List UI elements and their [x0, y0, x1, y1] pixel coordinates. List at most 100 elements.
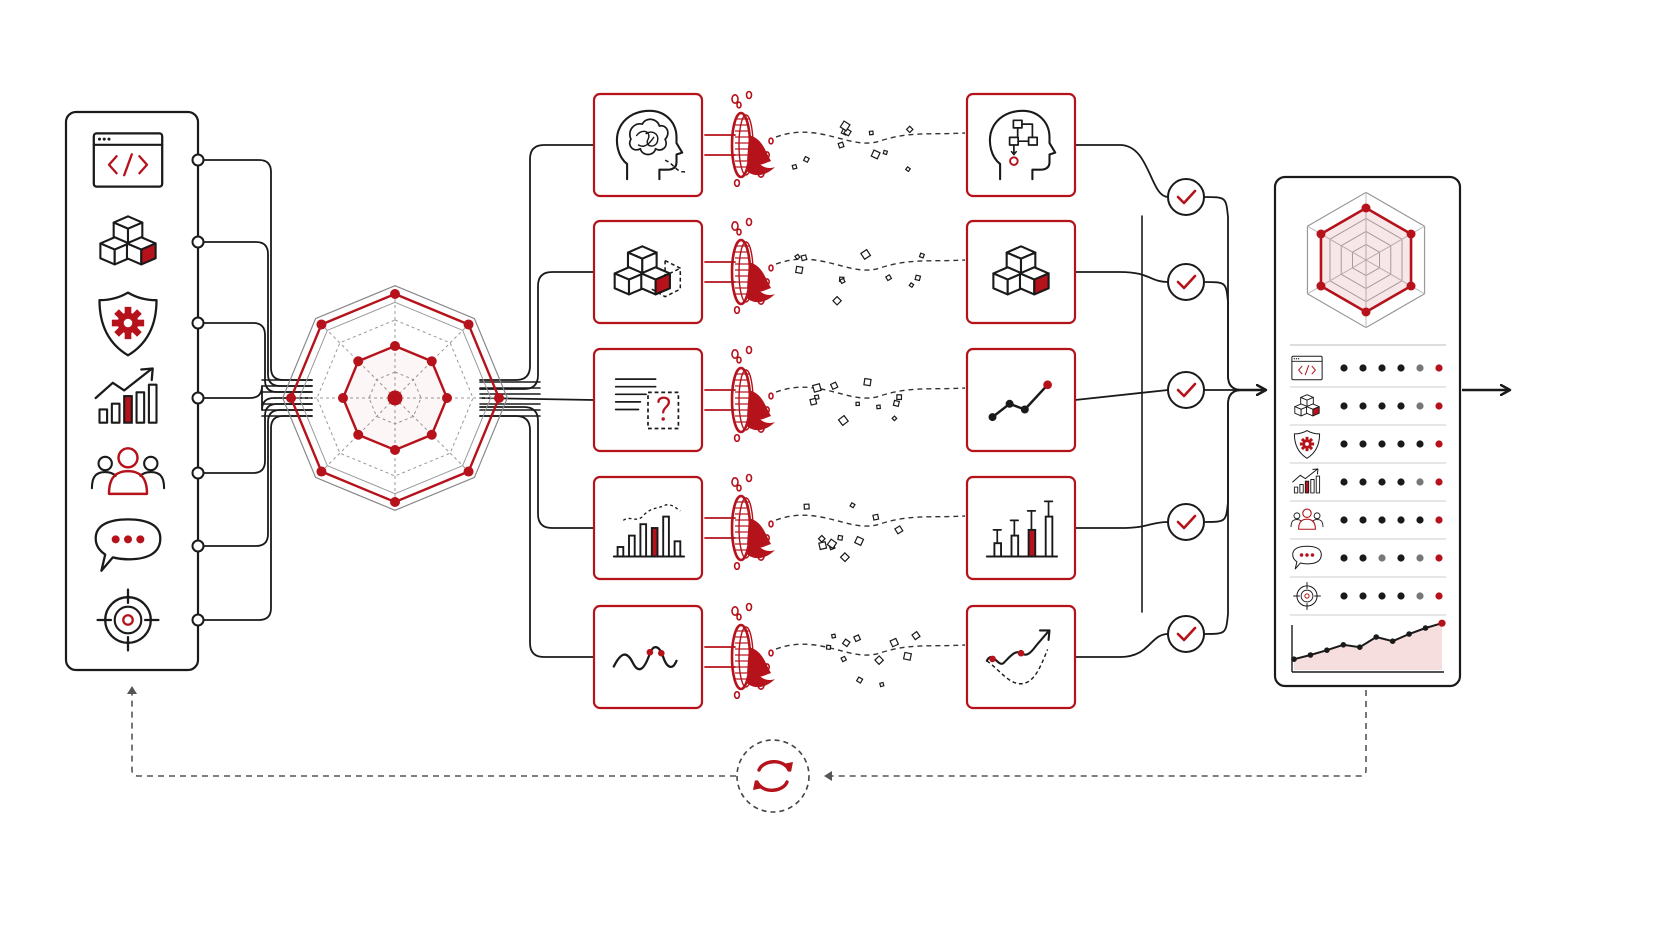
debris-fragment — [870, 149, 881, 160]
clean-signal-box — [965, 475, 1077, 581]
filter-membrane — [704, 217, 775, 315]
cubes-icon — [99, 215, 157, 266]
merge-wire — [1203, 389, 1243, 635]
score-dot — [1359, 554, 1367, 562]
trend-point — [1307, 652, 1314, 658]
trend-point — [1373, 634, 1380, 640]
cubes — [613, 245, 671, 296]
score-dot — [1378, 440, 1386, 448]
connector-wires — [202, 144, 1266, 658]
noise-trail — [775, 643, 966, 656]
merge-wire — [1203, 281, 1243, 391]
radar-frame — [282, 285, 508, 511]
radar-point — [316, 319, 327, 330]
check-icon — [1167, 371, 1205, 409]
feedback-loop — [127, 686, 1367, 813]
output-radar-point — [1361, 203, 1371, 213]
radar-point — [494, 393, 504, 403]
debris-fragment — [803, 503, 810, 510]
score-dot — [1340, 592, 1348, 600]
debris-fragment — [896, 394, 903, 401]
radar-point — [426, 356, 437, 367]
score-dot — [1359, 478, 1367, 486]
trend-point — [1406, 631, 1412, 637]
radar-spoke — [394, 324, 469, 399]
bar-chart-noisy-icon — [612, 504, 686, 558]
score-row — [1290, 355, 1446, 388]
question-document-icon — [614, 378, 680, 430]
debris-fragment — [791, 163, 798, 170]
score-dot — [1359, 402, 1367, 410]
score-dot — [1359, 592, 1367, 600]
output-trend-chart — [1291, 619, 1446, 673]
clean-signal-box — [965, 604, 1077, 710]
input-port — [191, 613, 205, 627]
score-dot — [1435, 402, 1443, 410]
score-dot — [1435, 364, 1443, 372]
trend-point — [1438, 619, 1446, 627]
score-dot — [1340, 364, 1348, 372]
input-port — [191, 391, 205, 405]
score-dot — [1416, 554, 1424, 562]
score-dot — [1359, 440, 1367, 448]
stage-row — [592, 602, 1077, 710]
debris-fragment — [894, 525, 904, 535]
raw-signal-box — [592, 475, 704, 581]
score-dot — [1397, 516, 1405, 524]
output-radar-point — [1361, 307, 1371, 317]
debris-fragment — [904, 165, 912, 173]
score-dot — [1340, 440, 1348, 448]
stage-input-wire — [479, 406, 595, 529]
stage-input-wire — [479, 271, 595, 390]
growth-chart-icon — [1292, 468, 1321, 494]
noise-trail — [775, 386, 966, 399]
debris-fragment — [840, 655, 848, 663]
output-radar-chart — [1306, 191, 1426, 329]
trend-point — [1340, 642, 1347, 648]
debris-fragment — [879, 681, 885, 688]
debris-fragment — [802, 155, 811, 164]
radar-point — [390, 341, 400, 351]
debris-fragment — [853, 634, 862, 643]
debris-fragment — [872, 513, 880, 521]
output-radar-point — [1406, 229, 1416, 239]
radar-point — [316, 466, 327, 477]
score-dot — [1397, 478, 1405, 486]
trend-point — [1422, 625, 1429, 631]
radar-point — [463, 466, 474, 477]
radar-spoke — [394, 397, 469, 472]
score-dot — [1416, 478, 1424, 486]
score-dot — [1397, 554, 1405, 562]
refresh-cycle-icon — [753, 760, 793, 792]
debris-fragment — [905, 125, 914, 134]
input-wire — [202, 415, 313, 621]
trend-point — [1389, 638, 1396, 644]
stage-row — [592, 90, 1077, 198]
gear — [111, 306, 145, 340]
score-dot — [1378, 478, 1386, 486]
output-radar-point — [1316, 229, 1326, 239]
check-wire — [1074, 521, 1169, 529]
merge-wire — [1203, 389, 1243, 523]
debris-fragment — [849, 501, 856, 509]
line-points-icon — [988, 380, 1052, 422]
code-window-icon — [92, 132, 164, 188]
debris-fragment — [830, 633, 837, 639]
clean-signal-box — [965, 347, 1077, 453]
score-dot — [1340, 554, 1348, 562]
score-row — [1290, 394, 1446, 426]
input-port — [191, 316, 205, 330]
score-dot — [1397, 364, 1405, 372]
noise-trail — [775, 514, 966, 527]
debris-fragment — [794, 265, 804, 275]
score-row — [1290, 582, 1446, 616]
debris-fragment — [837, 141, 845, 149]
structured-flow-head-icon — [988, 109, 1057, 181]
input-wire — [202, 385, 313, 411]
debris-fragment — [874, 655, 885, 666]
shield-gear-icon — [98, 291, 158, 357]
input-panel — [64, 110, 205, 672]
chat-bubble-icon — [1292, 545, 1322, 570]
check-icon — [1167, 503, 1205, 541]
output-panel — [1273, 175, 1462, 688]
